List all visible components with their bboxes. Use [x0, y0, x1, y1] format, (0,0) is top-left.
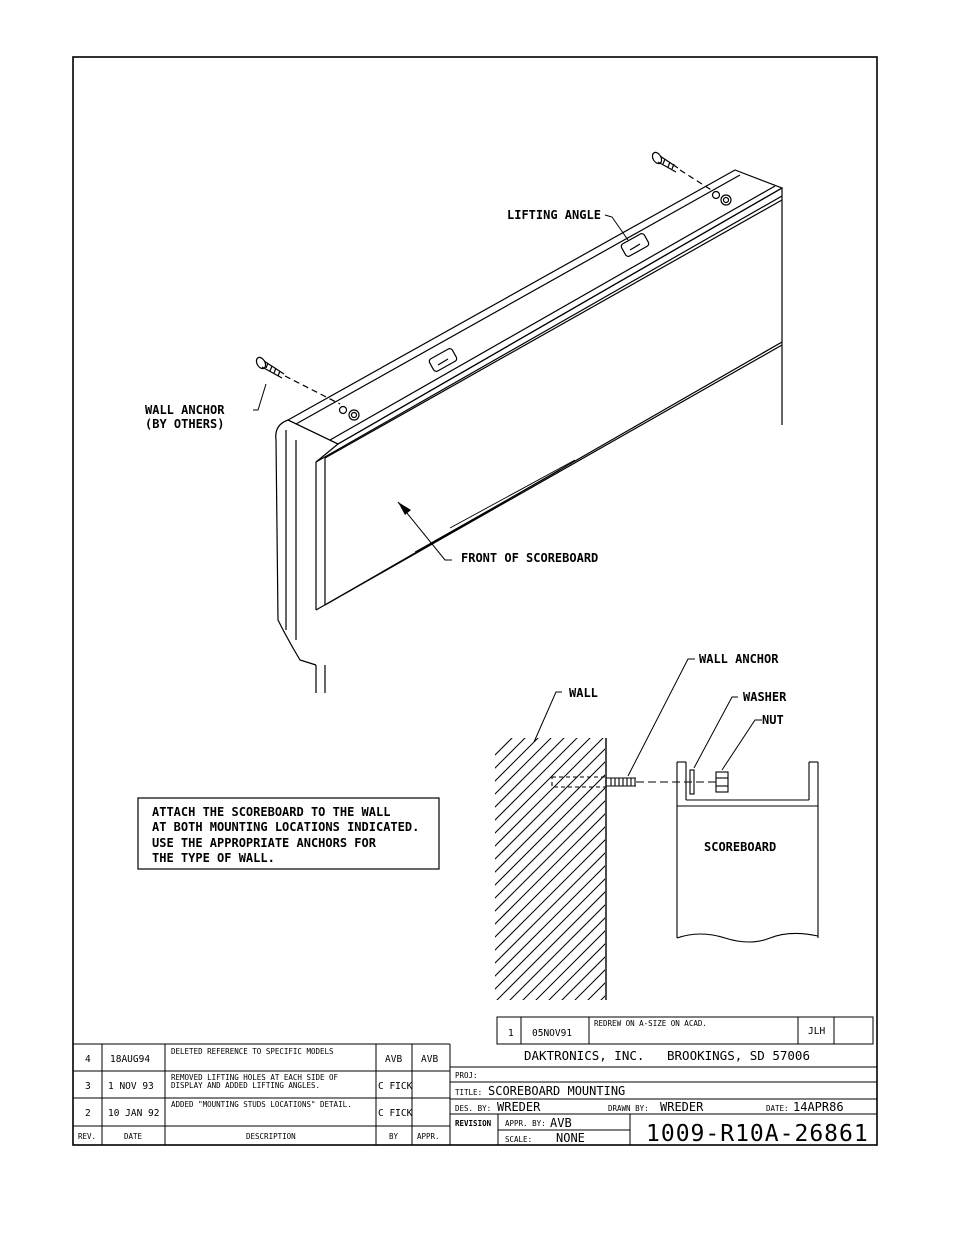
hatch-line [495, 738, 591, 834]
hatch-line [587, 982, 605, 1000]
svg-text:3: 3 [85, 1081, 91, 1092]
wall-anchor-bolt-left [255, 356, 341, 405]
hatch-line [496, 891, 605, 1000]
note-line-4: THE TYPE OF WALL. [152, 851, 275, 865]
title-block [73, 1016, 877, 1145]
label-wall: WALL [569, 686, 598, 700]
hatch-line [495, 826, 605, 938]
note-line-3: USE THE APPROPRIATE ANCHORS FOR [152, 836, 377, 850]
anchor-thread [606, 777, 636, 787]
label-nut: NUT [762, 713, 784, 727]
svg-text:C FICK: C FICK [378, 1108, 413, 1119]
rev1-number: 1 [508, 1028, 514, 1039]
label-wall-anchor-detail: WALL ANCHOR [699, 652, 779, 666]
hatch-line [509, 904, 605, 1000]
hatch-line [495, 800, 605, 912]
hatch-line [495, 738, 604, 847]
drawn-by-label: DRAWN BY: [608, 1104, 649, 1113]
appr-by-value: AVB [550, 1116, 572, 1130]
appr-by-label: APPR. BY: [505, 1119, 546, 1128]
svg-text:4: 4 [85, 1054, 91, 1065]
label-lifting-angle: LIFTING ANGLE [507, 208, 601, 222]
hatch-line [495, 878, 605, 990]
hatch-line [495, 748, 605, 860]
date-label: DATE: [766, 1104, 789, 1113]
hatch-line [495, 738, 552, 795]
hatch-line [495, 761, 605, 873]
hatch-line [495, 865, 605, 977]
hatch-line [495, 738, 578, 821]
label-scoreboard: SCOREBOARD [704, 840, 776, 854]
svg-text:AVB: AVB [421, 1054, 438, 1065]
hatch-line [495, 839, 605, 951]
svg-text:DESCRIPTION: DESCRIPTION [246, 1132, 296, 1141]
company-name: DAKTRONICS, INC. BROOKINGS, SD 57006 [524, 1048, 810, 1063]
scoreboard-isometric [253, 151, 784, 693]
hatch-line [495, 738, 513, 756]
rev1-by: JLH [808, 1026, 825, 1037]
label-washer: WASHER [743, 690, 787, 704]
hatch-line [495, 787, 605, 899]
scale-label: SCALE: [505, 1135, 532, 1144]
hatch-line [495, 813, 605, 925]
svg-text:1 NOV 93: 1 NOV 93 [108, 1081, 154, 1092]
hatch-line [495, 852, 605, 964]
drawing-title: SCOREBOARD MOUNTING [488, 1084, 625, 1098]
revision-label: REVISION [455, 1119, 492, 1128]
svg-text:DATE: DATE [124, 1132, 143, 1141]
svg-text:BY: BY [389, 1132, 399, 1141]
svg-text:DELETED REFERENCE TO SPECIFIC: DELETED REFERENCE TO SPECIFIC MODELS [171, 1047, 334, 1056]
svg-text:18AUG94: 18AUG94 [110, 1054, 150, 1065]
hatch-line [548, 943, 605, 1000]
svg-text:C FICK: C FICK [378, 1081, 413, 1092]
hatch-line [561, 956, 605, 1000]
des-by-label: DES. BY: [455, 1104, 491, 1113]
svg-text:DISPLAY AND ADDED LIFTING ANGL: DISPLAY AND ADDED LIFTING ANGLES. [171, 1081, 320, 1090]
svg-text:REMOVED LIFTING HOLES AT EACH: REMOVED LIFTING HOLES AT EACH SIDE OF [171, 1073, 339, 1082]
note-line-1: ATTACH THE SCOREBOARD TO THE WALL [152, 805, 390, 819]
label-wall-anchor-top: WALL ANCHOR [145, 403, 225, 417]
revision-rows: 4 18AUG94 DELETED REFERENCE TO SPECIFIC … [85, 1047, 438, 1119]
hatch-line [522, 917, 605, 1000]
svg-text:10 JAN 92: 10 JAN 92 [108, 1108, 159, 1119]
revision-headers: REV. DATE DESCRIPTION BY APPR. [78, 1132, 440, 1141]
hatch-line [495, 738, 565, 808]
hatch-line [535, 930, 605, 1000]
wall-anchor-bolt-right [651, 151, 714, 192]
note-line-2: AT BOTH MOUNTING LOCATIONS INDICATED. [152, 820, 419, 834]
scale-value: NONE [556, 1131, 585, 1145]
hatch-line [495, 738, 526, 769]
des-by-value: WREDER [497, 1100, 541, 1114]
wall-section-detail [495, 658, 819, 1000]
svg-text:ADDED "MOUNTING STUDS LOCATION: ADDED "MOUNTING STUDS LOCATIONS" DETAIL. [171, 1100, 352, 1109]
lifting-angle-shape [428, 233, 650, 372]
label-front-of-scoreboard: FRONT OF SCOREBOARD [461, 551, 598, 565]
svg-text:APPR.: APPR. [417, 1132, 440, 1141]
note-box [137, 797, 440, 870]
hatch-line [495, 774, 605, 886]
drawing-number: 1009-R10A-26861 [646, 1121, 869, 1147]
hatch-line [495, 738, 539, 782]
hatch-line [574, 969, 605, 1000]
title-label: TITLE: [455, 1088, 482, 1097]
rev1-description: REDREW ON A-SIZE ON ACAD. [594, 1019, 707, 1028]
drawing-border [72, 56, 878, 1146]
svg-text:REV.: REV. [78, 1132, 96, 1141]
proj-label: PROJ: [455, 1071, 478, 1080]
svg-text:AVB: AVB [385, 1054, 402, 1065]
drawn-by-value: WREDER [660, 1100, 704, 1114]
svg-text:2: 2 [85, 1108, 91, 1119]
rev1-date: 05NOV91 [532, 1028, 572, 1039]
date-value: 14APR86 [793, 1100, 844, 1114]
wall-hatch [495, 738, 605, 1000]
label-by-others: (BY OTHERS) [145, 417, 224, 431]
